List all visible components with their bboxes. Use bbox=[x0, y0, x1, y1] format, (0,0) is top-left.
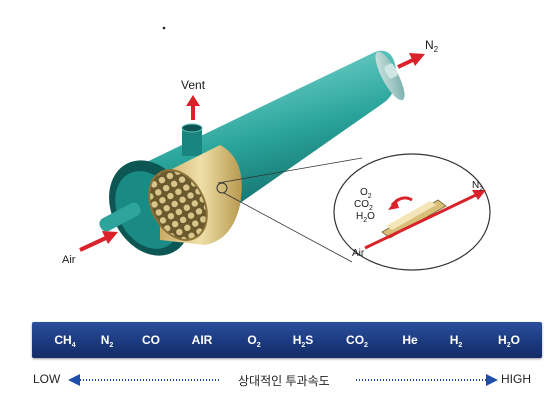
n2-outlet-arrow bbox=[397, 53, 425, 69]
air-inlet-arrow bbox=[79, 231, 118, 252]
gas-label: H2O bbox=[498, 333, 520, 349]
vent-pipe bbox=[181, 123, 203, 156]
inset-flow-arrow bbox=[364, 192, 479, 250]
hollow-fiber-bundle bbox=[148, 145, 242, 245]
low-dotted-line bbox=[80, 379, 220, 381]
gas-label: He bbox=[402, 333, 418, 347]
gas-permeation-scale-bar: CH4 N2 CO AIR O2 H2S CO2 He H2 H2O bbox=[32, 322, 542, 358]
low-arrow-icon bbox=[68, 374, 80, 386]
gas-label: H2S bbox=[292, 333, 314, 349]
high-arrow-icon bbox=[486, 374, 498, 386]
gas-label: CH4 bbox=[54, 333, 76, 349]
inset-h2o-label: H2O bbox=[356, 211, 375, 224]
gas-label: H2 bbox=[449, 333, 463, 349]
air-inlet-label: Air bbox=[62, 254, 76, 266]
permeation-rate-scale: LOW 상대적인 투과속도 HIGH bbox=[0, 368, 556, 392]
scale-caption: 상대적인 투과속도 bbox=[238, 374, 330, 388]
gas-label: CO2 bbox=[346, 333, 368, 349]
gas-label: AIR bbox=[191, 333, 213, 347]
low-label: LOW bbox=[33, 372, 61, 386]
membrane-module-diagram: Vent N2 Air O2 CO2 H2O Air N2 bbox=[62, 26, 491, 271]
gas-label: N2 bbox=[100, 333, 114, 349]
inset-n2-label: N2 bbox=[472, 180, 483, 193]
zoom-spot bbox=[216, 182, 228, 194]
inset-air-label: Air bbox=[352, 248, 365, 259]
n2-outlet-label: N2 bbox=[425, 38, 439, 54]
high-label: HIGH bbox=[501, 372, 531, 386]
gas-label: O2 bbox=[247, 333, 261, 349]
vent-label: Vent bbox=[181, 78, 206, 92]
fiber-detail-inset bbox=[333, 153, 491, 271]
high-dotted-line bbox=[356, 379, 486, 381]
inset-co2-label: CO2 bbox=[354, 199, 373, 212]
vent-arrow bbox=[186, 95, 200, 120]
inset-o2-label: O2 bbox=[360, 187, 372, 200]
gas-label: CO bbox=[142, 333, 160, 347]
